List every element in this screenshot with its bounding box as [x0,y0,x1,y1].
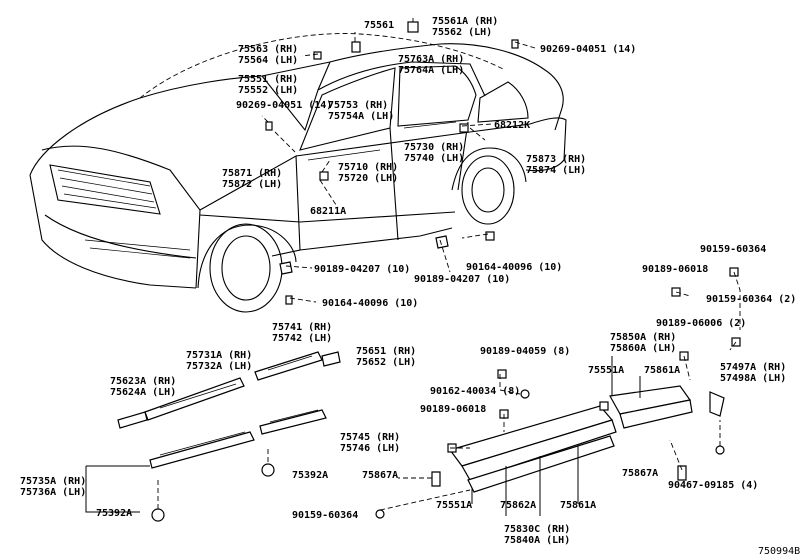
part-number-label: 90189-06018 [420,404,486,415]
part-number-label: 75551A [436,500,472,511]
part-number-label: 75754A (LH) [328,111,394,122]
part-number-label: 90159-60364 [292,510,358,521]
part-number-label: 90269-04051 (14) [236,100,332,111]
part-number-label: 75561 [364,20,394,31]
part-number-label: 90189-04207 (10) [314,264,410,275]
part-number-label: 75623A (RH) [110,376,176,387]
part-number-label: 75764A (LH) [398,65,464,76]
part-number-label: 75840A (LH) [504,535,570,546]
part-number-label: 75392A [96,508,132,519]
part-number-label: 75745 (RH) [340,432,400,443]
car-fasteners [265,21,519,305]
part-number-label: 57498A (LH) [720,373,786,384]
part-number-label: 75850A (RH) [610,332,676,343]
part-number-label: 75735A (RH) [20,476,86,487]
part-number-label: 90164-40096 (10) [466,262,562,273]
part-number-label: 75861A [560,500,596,511]
moulding-parts [117,267,741,522]
diagram-id: 750994B [758,546,800,557]
part-number-label: 75564 (LH) [238,55,298,66]
part-number-label: 90159-60364 [700,244,766,255]
part-number-label: 75873 (RH) [526,154,586,165]
part-number-label: 75551A [588,365,624,376]
part-number-label: 75860A (LH) [610,343,676,354]
part-number-label: 75861A [644,365,680,376]
part-number-label: 75392A [292,470,328,481]
part-number-label: 75867A [622,468,658,479]
part-number-label: 75732A (LH) [186,361,252,372]
part-number-label: 75551 (RH) [238,74,298,85]
part-number-label: 75552 (LH) [238,85,298,96]
part-number-label: 57497A (RH) [720,362,786,373]
part-number-label: 90162-40034 (8) [430,386,520,397]
car-leaders [261,18,536,303]
part-number-label: 75720 (LH) [338,173,398,184]
part-number-label: 75741 (RH) [272,322,332,333]
part-number-label: 75753 (RH) [328,100,388,111]
part-number-label: 75862A [500,500,536,511]
part-number-label: 75742 (LH) [272,333,332,344]
part-number-label: 68212K [494,120,530,131]
part-number-label: 75730 (RH) [404,142,464,153]
part-number-label: 90269-04051 (14) [540,44,636,55]
part-number-label: 75736A (LH) [20,487,86,498]
part-number-label: 90164-40096 (10) [322,298,418,309]
part-number-label: 75710 (RH) [338,162,398,173]
part-number-label: 75871 (RH) [222,168,282,179]
car-illustration [29,33,567,313]
part-number-label: 90189-06018 [642,264,708,275]
part-number-label: 75746 (LH) [340,443,400,454]
part-number-label: 68211A [310,206,346,217]
part-number-label: 90189-06006 (2) [656,318,746,329]
part-number-label: 75561A (RH) [432,16,498,27]
part-number-label: 75872 (LH) [222,179,282,190]
part-number-label: 75563 (RH) [238,44,298,55]
part-number-label: 75624A (LH) [110,387,176,398]
part-number-label: 90159-60364 (2) [706,294,796,305]
part-number-label: 75651 (RH) [356,346,416,357]
part-number-label: 75874 (LH) [526,165,586,176]
part-number-label: 75830C (RH) [504,524,570,535]
part-number-label: 75740 (LH) [404,153,464,164]
part-number-label: 90467-09185 (4) [668,480,758,491]
callout-labels: 75561 75561A (RH)75562 (LH) 90269-04051 (1… [20,16,800,557]
part-number-label: 75652 (LH) [356,357,416,368]
part-number-label: 75562 (LH) [432,27,492,38]
part-number-label: 90189-04207 (10) [414,274,510,285]
part-number-label: 75731A (RH) [186,350,252,361]
part-number-label: 75763A (RH) [398,54,464,65]
part-number-label: 90189-04059 (8) [480,346,570,357]
lower-leaders [85,271,741,516]
part-number-label: 75867A [362,470,398,481]
